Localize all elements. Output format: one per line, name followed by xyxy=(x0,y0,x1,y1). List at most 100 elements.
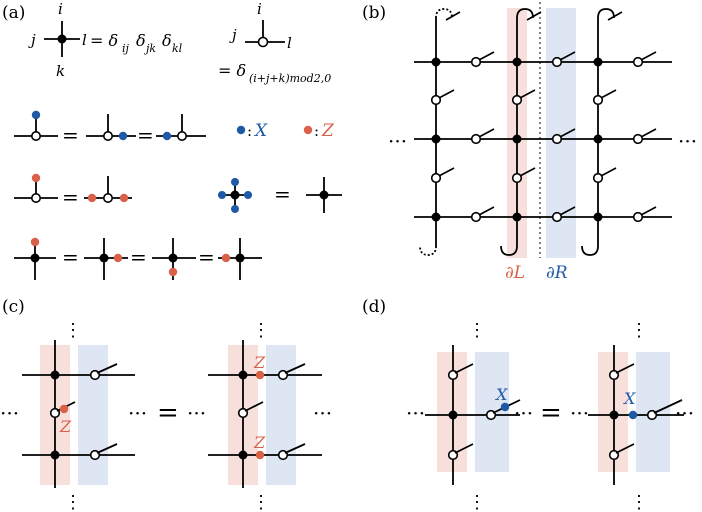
boundary-label-right: ∂R xyxy=(546,263,568,283)
vdots-d2-top: ⋮ xyxy=(630,320,648,341)
operator-legend: : X : Z xyxy=(236,121,335,141)
svg-text:=: = xyxy=(137,123,154,147)
lattice-b xyxy=(414,8,672,256)
leg-l: l xyxy=(82,31,87,49)
svg-text:(i+j+k)mod2,0: (i+j+k)mod2,0 xyxy=(249,72,331,85)
panel-label-a: (a) xyxy=(2,3,25,23)
vdots-c2-top: ⋮ xyxy=(252,320,270,341)
black-vertex-2-1 xyxy=(512,212,522,222)
ellipsis-c1-left: ··· xyxy=(0,401,19,425)
black-vertex-1-1 xyxy=(512,134,522,144)
vdots-d1-top: ⋮ xyxy=(468,320,486,341)
lattice-top-tick-0 xyxy=(445,11,461,21)
white-delta-formula: = δ (i+j+k)mod2,0 xyxy=(218,61,331,85)
legend-x: X xyxy=(253,121,268,141)
vdots-d1-bot: ⋮ xyxy=(468,492,486,512)
white-vtick-1-2 xyxy=(600,167,617,177)
panel-d-right xyxy=(588,345,684,485)
x-label-d1: X xyxy=(494,385,508,404)
panel-c-left xyxy=(22,340,135,488)
ellipsis-d2-left: ··· xyxy=(570,401,589,425)
svg-text:=: = xyxy=(274,182,291,206)
black-vertex-0-1 xyxy=(512,57,522,67)
svg-text:=: = xyxy=(198,245,215,269)
z-black-rule-row: = = = xyxy=(14,237,262,280)
white-htick-0-1 xyxy=(559,51,576,61)
white-hvertex-0-0 xyxy=(470,56,482,68)
white-vvertex-1-0 xyxy=(430,172,442,184)
white-hvertex-1-1 xyxy=(551,133,563,145)
svg-text:jk: jk xyxy=(143,42,156,55)
white-htick-0-0 xyxy=(478,51,495,61)
white-vtick-1-0 xyxy=(438,167,455,177)
white-hvertex-2-1 xyxy=(551,211,563,223)
lattice-bottom-hook-2 xyxy=(581,245,599,256)
panel-label-c: (c) xyxy=(2,297,25,317)
lattice-top-tick-1 xyxy=(526,11,542,21)
vdots-c1-top: ⋮ xyxy=(64,320,82,341)
x-black-rule: = xyxy=(218,177,342,213)
white-hvertex-0-1 xyxy=(551,56,563,68)
ellipsis-d2-right: ··· xyxy=(675,401,694,425)
svg-text::: : xyxy=(247,122,252,140)
lattice-top-hook-1 xyxy=(516,8,534,19)
white-hvertex-0-2 xyxy=(632,56,644,68)
white-vvertex-0-2 xyxy=(592,94,604,106)
white-htick-1-0 xyxy=(478,128,495,138)
svg-text::: : xyxy=(314,122,319,140)
white-hvertex-1-0 xyxy=(470,133,482,145)
svg-text:kl: kl xyxy=(172,42,183,55)
white-htick-1-1 xyxy=(559,128,576,138)
boundary-label-left: ∂L xyxy=(505,263,525,283)
white-vtick-0-2 xyxy=(600,89,617,99)
ellipsis-c2-right: ··· xyxy=(313,401,332,425)
white-vtick-1-1 xyxy=(519,167,536,177)
leg-k: k xyxy=(56,62,65,80)
leg-i: i xyxy=(58,0,63,18)
x-label-d2: X xyxy=(622,389,636,408)
white-htick-1-2 xyxy=(640,128,657,138)
black-vertex-2-2 xyxy=(593,212,603,222)
white-htick-2-0 xyxy=(478,206,495,216)
svg-text:=: = xyxy=(62,123,79,147)
svg-text:=: = xyxy=(62,185,79,209)
z-label-c2-bot: Z xyxy=(253,433,266,452)
equals-d: = xyxy=(540,398,562,428)
leg-j-white: j xyxy=(229,26,237,44)
ellipsis-d1-right: ··· xyxy=(514,401,533,425)
white-vvertex-0-0 xyxy=(430,94,442,106)
leg-i-white: i xyxy=(257,0,262,18)
white-hvertex-1-2 xyxy=(632,133,644,145)
black-vertex-1-2 xyxy=(593,134,603,144)
white-vtick-0-0 xyxy=(438,89,455,99)
svg-text:δ: δ xyxy=(162,31,172,50)
x-rule-row: = = xyxy=(14,110,206,147)
leg-j: j xyxy=(28,31,36,49)
z-label-c2-top: Z xyxy=(253,353,266,372)
white-vvertex-1-1 xyxy=(511,172,523,184)
svg-text:ij: ij xyxy=(122,42,130,55)
legend-z: Z xyxy=(321,121,335,141)
panel-d-left xyxy=(425,345,521,485)
white-htick-2-1 xyxy=(559,206,576,216)
z-white-rule-row: = xyxy=(14,173,132,209)
equals-c: = xyxy=(157,398,179,428)
ellipsis-c2-left: ··· xyxy=(187,401,206,425)
z-label-c1: Z xyxy=(59,417,72,436)
lattice-top-hook-2 xyxy=(597,8,615,19)
svg-text:=: = xyxy=(62,245,79,269)
svg-text:=: = xyxy=(130,245,147,269)
panel-c-right xyxy=(208,340,322,488)
vdots-c2-bot: ⋮ xyxy=(252,492,270,512)
ellipsis-c1-right: ··· xyxy=(128,401,147,425)
black-vertex-0-2 xyxy=(593,57,603,67)
panel-label-d: (d) xyxy=(362,297,386,317)
lattice-bottom-hook-0 xyxy=(419,245,437,256)
lattice-bottom-hook-1 xyxy=(500,245,518,256)
white-vvertex-1-2 xyxy=(592,172,604,184)
panel-label-b: (b) xyxy=(362,3,386,23)
white-htick-0-2 xyxy=(640,51,657,61)
vdots-c1-bot: ⋮ xyxy=(64,492,82,512)
black-delta-formula: = δ ij δ jk δ kl xyxy=(90,31,183,55)
white-tensor-def xyxy=(245,20,285,48)
